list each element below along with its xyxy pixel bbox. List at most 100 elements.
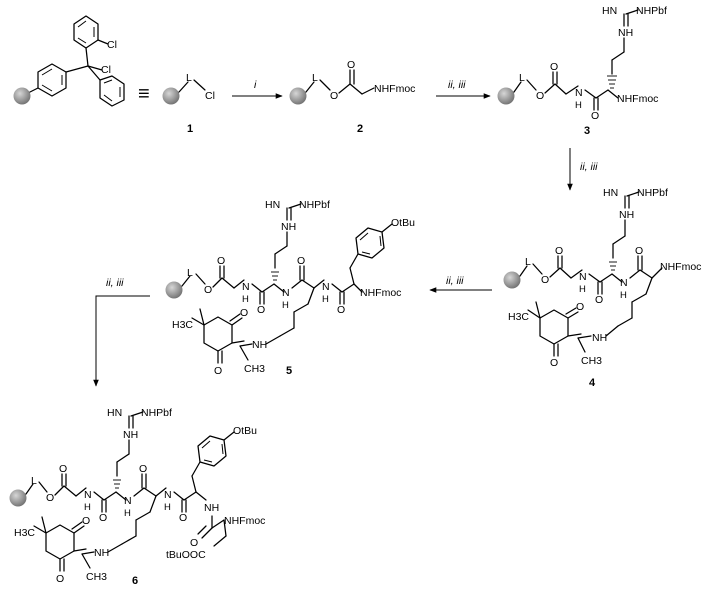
atom-label: O bbox=[591, 110, 599, 122]
atom-label: L bbox=[187, 267, 193, 279]
atom-label: H bbox=[124, 508, 131, 519]
atom-label: O bbox=[541, 274, 549, 286]
atom-label: NHFmoc bbox=[617, 93, 658, 105]
compound-label-2: 2 bbox=[357, 123, 363, 135]
atom-label: HN bbox=[107, 407, 122, 419]
atom-label: H bbox=[164, 502, 171, 513]
atom-label: O bbox=[190, 537, 198, 549]
atom-label: N bbox=[282, 287, 290, 299]
atom-label: O bbox=[46, 492, 54, 504]
atom-label: Cl bbox=[101, 64, 111, 76]
compound-4-structure: L O O N H O NH HN NHPbf N H O bbox=[503, 187, 701, 369]
reagent-label: ii, iii bbox=[448, 79, 466, 91]
atom-label: L bbox=[31, 475, 37, 487]
atom-label: NHPbf bbox=[141, 407, 172, 419]
atom-label: O bbox=[179, 512, 187, 524]
atom-label: CH3 bbox=[244, 363, 265, 375]
atom-label: L bbox=[312, 72, 318, 84]
atom-label: H bbox=[242, 294, 249, 305]
reagent-label: i bbox=[254, 79, 257, 91]
atom-label: NH bbox=[592, 332, 607, 344]
atom-label: O bbox=[550, 61, 558, 73]
atom-label: O bbox=[347, 59, 355, 71]
atom-label: NHPbf bbox=[299, 199, 330, 211]
atom-label: OtBu bbox=[233, 425, 257, 437]
atom-label: NH bbox=[281, 221, 296, 233]
phenyl-ring-icon bbox=[355, 227, 385, 259]
atom-label: N bbox=[579, 271, 587, 283]
atom-label: tBuOOC bbox=[166, 549, 206, 561]
atom-label: HN bbox=[602, 5, 617, 17]
atom-label: HN bbox=[603, 187, 618, 199]
atom-label: L bbox=[525, 256, 531, 268]
compound-label-5: 5 bbox=[286, 365, 292, 377]
atom-label: H bbox=[620, 290, 627, 301]
atom-label: N bbox=[620, 277, 628, 289]
atom-label: HN bbox=[265, 199, 280, 211]
resin-bead-icon bbox=[165, 281, 183, 299]
atom-label: Cl bbox=[107, 39, 117, 51]
atom-label: O bbox=[595, 294, 603, 306]
atom-label: NHPbf bbox=[637, 187, 668, 199]
equivalence-sign: ≡ bbox=[138, 83, 150, 105]
resin-bead-icon bbox=[13, 87, 31, 105]
atom-label: O bbox=[59, 463, 67, 475]
atom-label: H bbox=[84, 502, 91, 513]
atom-label: L bbox=[519, 72, 525, 84]
atom-label: O bbox=[635, 245, 643, 257]
atom-label: O bbox=[576, 301, 584, 313]
resin-bead-icon bbox=[162, 87, 180, 105]
resin-bead-icon bbox=[497, 87, 515, 105]
atom-label: N bbox=[124, 495, 132, 507]
atom-label: NHFmoc bbox=[224, 515, 265, 527]
phenyl-ring-icon bbox=[99, 75, 125, 107]
atom-label: N bbox=[322, 281, 330, 293]
atom-label: NH bbox=[204, 502, 219, 514]
atom-label: NH bbox=[618, 27, 633, 39]
reagent-label: ii, iii bbox=[446, 275, 464, 287]
phenyl-ring-icon bbox=[73, 15, 99, 49]
atom-label: L bbox=[186, 72, 192, 84]
atom-label: O bbox=[99, 512, 107, 524]
chlorotrityl-resin-structure: Cl Cl bbox=[13, 15, 125, 107]
atom-label: N bbox=[242, 281, 250, 293]
atom-label: O bbox=[330, 90, 338, 102]
atom-label: NHFmoc bbox=[660, 261, 701, 273]
atom-label: NHFmoc bbox=[360, 287, 401, 299]
atom-label: O bbox=[217, 255, 225, 267]
compound-3-structure: L O O N H O NH HN NHPbf NHFmoc bbox=[497, 5, 667, 122]
atom-label: O bbox=[550, 357, 558, 369]
atom-label: H3C bbox=[508, 311, 529, 323]
atom-label: O bbox=[257, 304, 265, 316]
atom-label: NH bbox=[252, 339, 267, 351]
atom-label: N bbox=[164, 489, 172, 501]
atom-label: O bbox=[82, 515, 90, 527]
reagent-label: ii, iii bbox=[106, 277, 124, 289]
compound-6-structure: L O O N H O NH HN NHPbf N H O bbox=[9, 407, 265, 585]
atom-label: H bbox=[282, 300, 289, 311]
atom-label: N bbox=[575, 87, 583, 99]
atom-label: O bbox=[536, 90, 544, 102]
atom-label: H3C bbox=[172, 319, 193, 331]
atom-label: H3C bbox=[14, 527, 35, 539]
atom-label: O bbox=[56, 573, 64, 585]
atom-label: CH3 bbox=[86, 571, 107, 583]
atom-label: O bbox=[297, 255, 305, 267]
compound-2-structure: L O O NHFmoc bbox=[289, 59, 415, 105]
phenyl-ring-icon bbox=[37, 63, 67, 97]
resin-bead-icon bbox=[9, 489, 27, 507]
atom-label: H bbox=[575, 100, 582, 111]
compound-label-6: 6 bbox=[132, 575, 138, 587]
atom-label: O bbox=[204, 284, 212, 296]
resin-bead-icon bbox=[503, 271, 521, 289]
compound-1-structure: L Cl bbox=[162, 72, 215, 105]
reagent-label: ii, iii bbox=[580, 161, 598, 173]
compound-label-3: 3 bbox=[584, 125, 590, 137]
phenyl-ring-icon bbox=[197, 435, 227, 467]
atom-label: N bbox=[84, 489, 92, 501]
atom-label: O bbox=[214, 365, 222, 377]
atom-label: O bbox=[555, 245, 563, 257]
atom-label: NHPbf bbox=[636, 5, 667, 17]
atom-label: O bbox=[240, 307, 248, 319]
